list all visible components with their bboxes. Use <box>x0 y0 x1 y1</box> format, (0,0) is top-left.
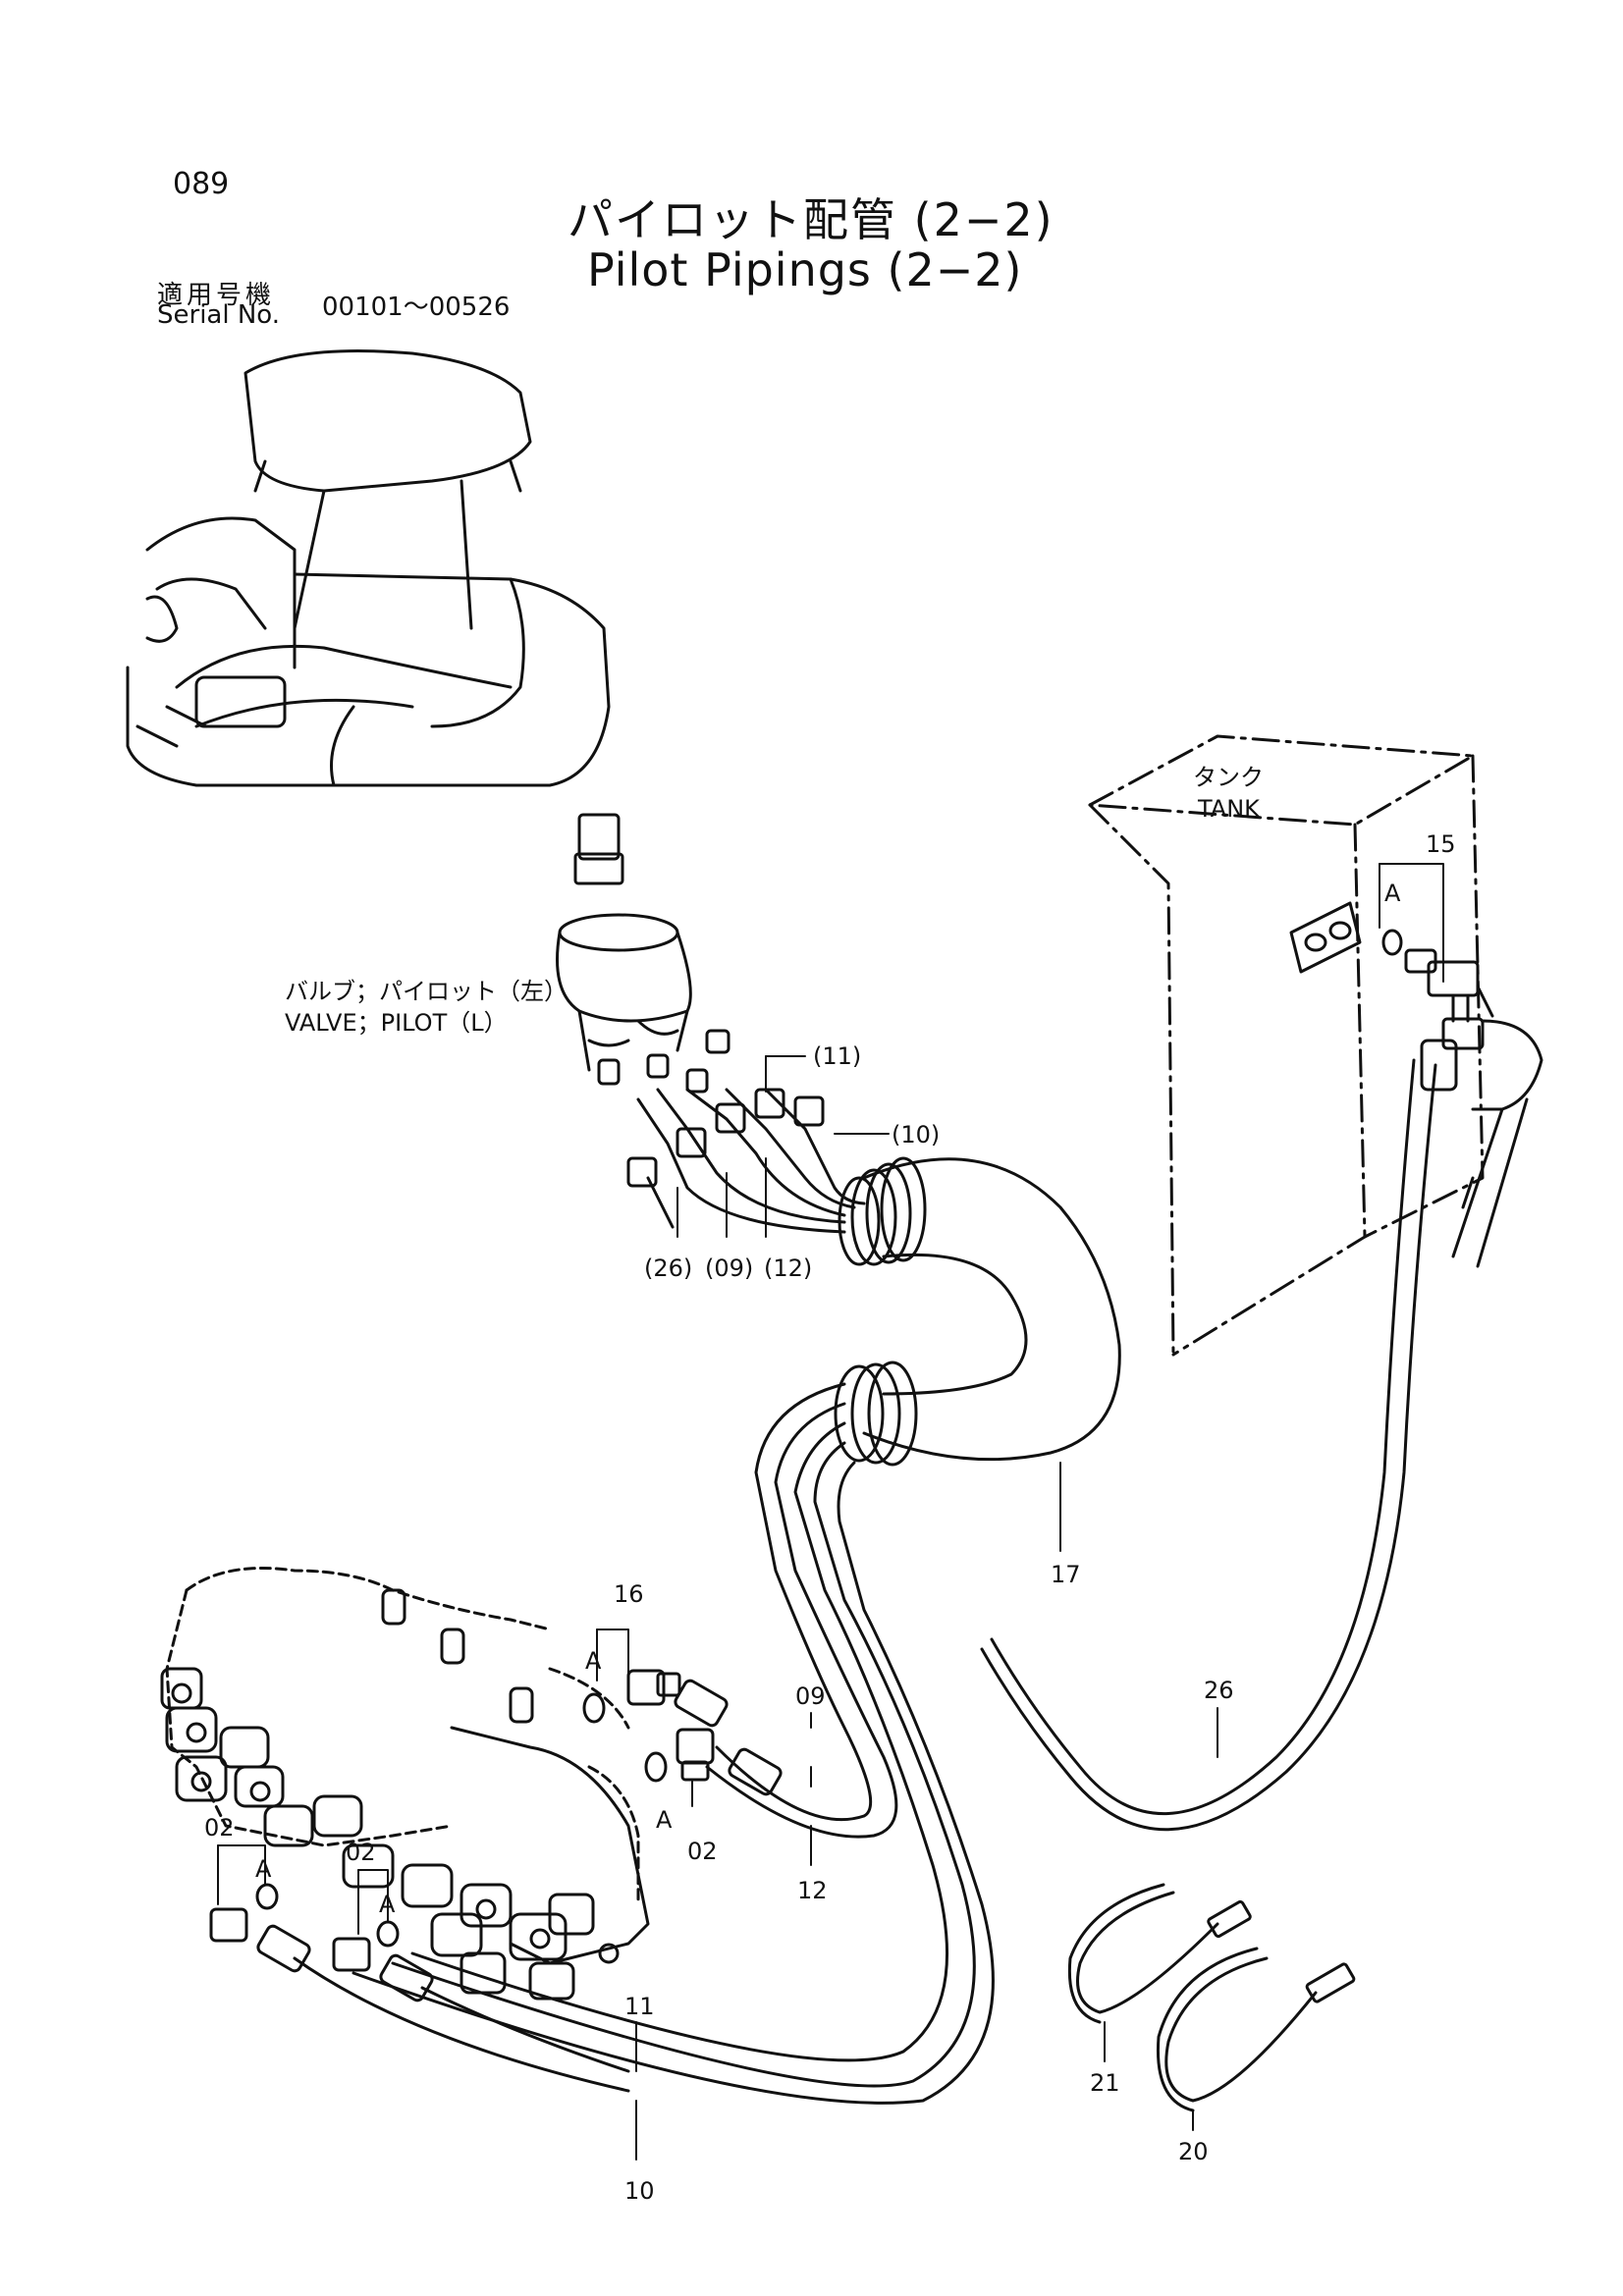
label-tank-en: TANK <box>1197 795 1261 823</box>
serial-range: 00101～00526 <box>322 293 511 322</box>
serial-label-japanese: 適用号機 <box>157 281 276 310</box>
tank-fitting <box>1289 901 1543 1268</box>
callout-02-mid: 02 <box>346 1839 376 1866</box>
callout-11-paren: (11) <box>813 1042 861 1070</box>
callout-09: 09 <box>795 1682 826 1710</box>
callout-26: 26 <box>1204 1677 1234 1704</box>
callout-15: 15 <box>1426 830 1456 858</box>
callout-02-left: 02 <box>204 1814 235 1842</box>
title-english: Pilot Pipings (2−2) <box>587 243 1023 296</box>
tank-return-hose <box>990 1058 1416 1816</box>
callout-21: 21 <box>1090 2069 1120 2097</box>
title-japanese: パイロット配管 (2−2) <box>568 193 1055 246</box>
label-valve-en: VALVE；PILOT（L） <box>285 1009 508 1037</box>
callout-a-16: A <box>585 1647 602 1675</box>
cable-ties <box>1067 1883 1356 2112</box>
callout-10-paren: (10) <box>892 1121 940 1148</box>
callout-09-paren: (09) <box>705 1255 753 1282</box>
fittings-16-02 <box>209 1669 715 1972</box>
leader-lines <box>217 863 1444 2161</box>
tank-return-hose-inner <box>980 1063 1437 1832</box>
control-valve-assembly <box>160 1567 650 2001</box>
callout-12-paren: (12) <box>764 1255 812 1282</box>
callout-a-15: A <box>1384 880 1401 907</box>
hose-protector-sleeve <box>834 1156 1121 1467</box>
callout-16: 16 <box>614 1580 644 1608</box>
callout-a-02-mid: A <box>379 1891 396 1918</box>
tank-outline <box>1088 734 1485 1357</box>
lower-hose-bundle <box>352 1382 995 2105</box>
callout-12: 12 <box>797 1877 828 1904</box>
serial-label-english: Serial No. <box>157 300 280 330</box>
hose-end-fittings <box>256 1679 783 2093</box>
callout-17: 17 <box>1051 1561 1081 1588</box>
callout-a-02-left: A <box>255 1855 272 1883</box>
machine-overview-illustration <box>126 349 611 787</box>
pilot-hose-bundle <box>626 1088 866 1234</box>
callout-26-paren: (26) <box>644 1255 692 1282</box>
label-valve-ja: バルブ；パイロット（左） <box>285 978 568 1005</box>
callout-10: 10 <box>624 2177 655 2205</box>
pilot-valve-left <box>556 813 730 1094</box>
callout-02-right: 02 <box>687 1838 718 1865</box>
callout-a-02b: A <box>656 1806 673 1834</box>
callout-20: 20 <box>1178 2138 1209 2165</box>
callout-11: 11 <box>624 1993 655 2020</box>
label-tank-ja: タンク <box>1193 764 1264 791</box>
page-number: 089 <box>173 167 230 201</box>
